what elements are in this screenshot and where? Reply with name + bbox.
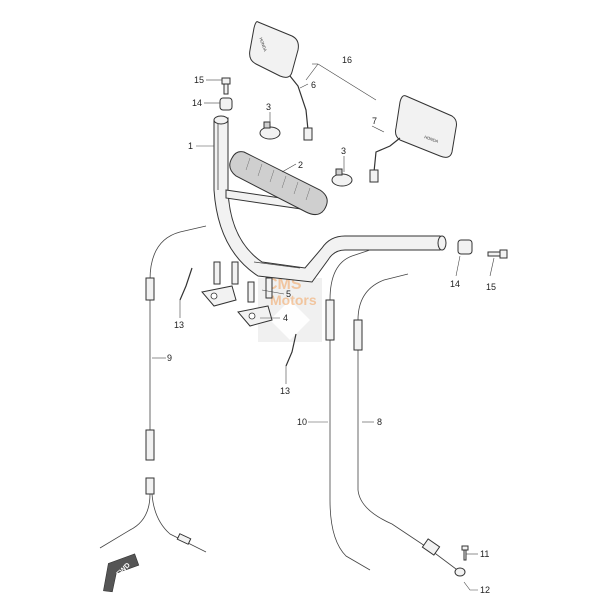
throttle-grip [229,151,328,216]
callout-15-right: 15 [486,282,496,292]
callout-14-left: 14 [192,98,202,108]
callout-4: 4 [283,313,288,323]
holder-bolts [213,261,273,303]
cable-8 [353,273,466,577]
leader-lines [152,63,495,591]
mirror-clamp-left [259,121,281,140]
watermark: CMS Motors [258,276,322,342]
callout-13-right: 13 [280,386,290,396]
bolt-top-left [221,77,231,95]
right-mirror-brand: HONDA [424,134,440,144]
cable-band-right [285,333,297,367]
left-mirror-brand: HONDA [258,37,268,53]
callout-3-right: 3 [341,146,346,156]
spacer-right [457,239,473,255]
callout-13-left: 13 [174,320,184,330]
callout-16: 16 [342,55,352,65]
callout-14-right: 14 [450,279,460,289]
callout-5: 5 [286,289,291,299]
callout-11: 11 [480,549,489,559]
callout-3-left: 3 [266,102,271,112]
callout-7: 7 [372,116,377,126]
callout-10: 10 [297,417,307,427]
upper-holder-2 [237,305,273,327]
throttle-cable [99,225,207,553]
right-mirror: HONDA [369,95,457,183]
callout-12: 12 [480,585,490,595]
cable-band-left [179,267,193,301]
fwd-arrow-icon: FWD [103,553,140,593]
mirror-clamp-right [331,168,353,187]
left-mirror: HONDA [249,21,313,141]
watermark-line2: Motors [270,292,317,308]
upper-holder-1 [201,285,237,307]
bolt-right [487,249,508,259]
callout-15-left: 15 [194,75,204,85]
callout-8: 8 [377,417,382,427]
cable-10 [325,249,371,571]
bolt-11 [461,545,469,561]
spacer-top-left [219,97,233,111]
callout-9: 9 [167,353,172,363]
callout-6: 6 [311,80,316,90]
callout-1: 1 [188,141,193,151]
callout-2: 2 [298,160,303,170]
callout-labels: 1 2 3 3 4 5 6 7 8 9 10 11 12 13 13 14 14… [167,55,496,595]
